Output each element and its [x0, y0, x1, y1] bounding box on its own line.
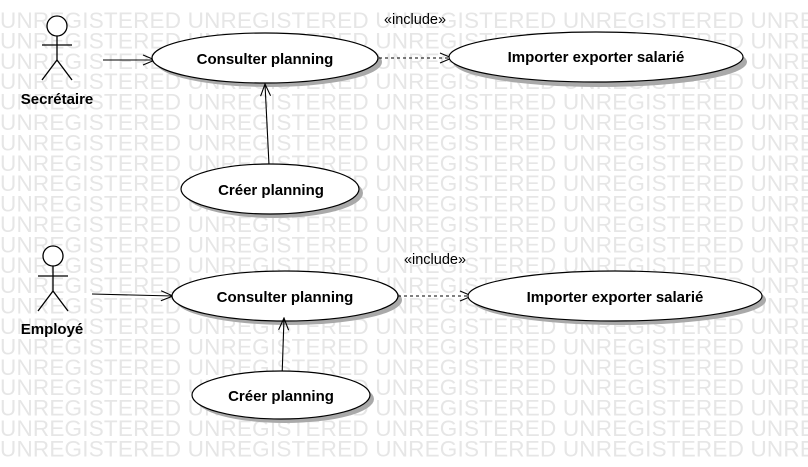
actor-label: Secrétaire [21, 91, 94, 108]
watermark-row: UNREGISTERED UNREGISTERED UNREGISTERED U… [0, 151, 808, 176]
use-case-extension[interactable]: Créer planning [191, 370, 374, 423]
actor-label: Employé [21, 321, 84, 338]
use-case-included[interactable]: Importer exporter salarié [467, 270, 766, 325]
diagram-employe: Employé Consulter planning «include» Imp… [21, 245, 766, 423]
use-case-label: Importer exporter salarié [508, 49, 685, 66]
use-case-label: Créer planning [218, 182, 324, 199]
watermark-row: UNREGISTERED UNREGISTERED UNREGISTERED U… [0, 171, 808, 196]
include-stereotype: «include» [384, 12, 446, 28]
watermark-row: UNREGISTERED UNREGISTERED UNREGISTERED U… [0, 375, 808, 400]
watermark-row: UNREGISTERED UNREGISTERED UNREGISTERED U… [0, 90, 808, 115]
dependency-line [265, 84, 269, 166]
watermark-row: UNREGISTERED UNREGISTERED UNREGISTERED U… [0, 416, 808, 441]
watermark-row: UNREGISTERED UNREGISTERED UNREGISTERED U… [0, 334, 808, 359]
use-case-label: Consulter planning [197, 51, 334, 68]
watermark-row: UNREGISTERED UNREGISTERED UNREGISTERED U… [0, 110, 808, 135]
association-line [91, 294, 173, 296]
watermark-row: UNREGISTERED UNREGISTERED UNREGISTERED U… [0, 436, 808, 461]
use-case-main[interactable]: Consulter planning [151, 32, 382, 87]
watermark-row: UNREGISTERED UNREGISTERED UNREGISTERED U… [0, 232, 808, 257]
watermark-row: UNREGISTERED UNREGISTERED UNREGISTERED U… [0, 192, 808, 217]
use-case-label: Consulter planning [217, 289, 354, 306]
diagram-secretaire: Secrétaire Consulter planning «include» … [21, 12, 747, 218]
watermark-row: UNREGISTERED UNREGISTERED UNREGISTERED U… [0, 396, 808, 421]
dependency-line [282, 318, 284, 379]
use-case-label: Importer exporter salarié [527, 289, 704, 306]
use-case-included[interactable]: Importer exporter salarié [448, 31, 747, 87]
actor-figure [41, 15, 73, 81]
include-stereotype: «include» [404, 252, 466, 268]
watermark-row: UNREGISTERED UNREGISTERED UNREGISTERED U… [0, 355, 808, 380]
watermark-row: UNREGISTERED UNREGISTERED UNREGISTERED U… [0, 212, 808, 237]
use-case-extension[interactable]: Créer planning [180, 163, 363, 218]
watermark-row: UNREGISTERED UNREGISTERED UNREGISTERED U… [0, 130, 808, 155]
watermark-row: UNREGISTERED UNREGISTERED UNREGISTERED U… [0, 8, 808, 33]
use-case-label: Créer planning [228, 388, 334, 405]
actor-figure [37, 245, 69, 312]
use-case-main[interactable]: Consulter planning [171, 270, 402, 325]
